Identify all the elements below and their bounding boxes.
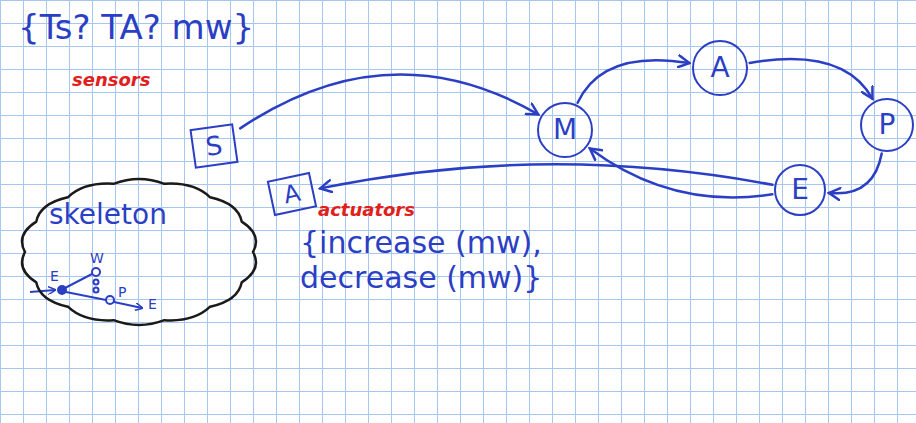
mini-graph-lines: [30, 274, 142, 308]
node-label: skeleton: [49, 200, 167, 231]
mini-graph-dots: [58, 268, 114, 304]
flow-arrow: [590, 149, 772, 198]
flow-arrow: [829, 154, 882, 194]
sensors-label: sensors: [72, 70, 150, 91]
flow-arrow: [240, 74, 538, 128]
graph-letter: P: [118, 284, 126, 300]
flow-arrow: [578, 60, 690, 103]
plan-circle: P: [860, 98, 914, 152]
node-label: S: [204, 131, 224, 162]
node-label: E: [791, 175, 809, 206]
monitor-circle: M: [537, 102, 593, 158]
node-label: P: [879, 110, 896, 141]
node-label: A: [281, 180, 303, 209]
graph-letter: E: [148, 296, 157, 312]
actuators-label: actuators: [318, 200, 415, 221]
flow-arrow: [320, 164, 772, 188]
node-label: A: [710, 53, 729, 84]
cloud-outline: [15, 172, 263, 332]
analyze-circle: A: [692, 40, 748, 96]
actuator-box: A: [267, 172, 318, 217]
node-label: M: [553, 115, 577, 146]
skeleton-cloud: skeletonSA: [15, 172, 263, 332]
graph-letter: E: [50, 268, 59, 284]
execute-circle: E: [774, 164, 826, 216]
action-set: {increase (mw), decrease (mw)}: [300, 226, 630, 295]
graph-letter: W: [90, 250, 104, 266]
flow-arrow: [750, 59, 873, 99]
question-set: {Ts? TA? mw}: [18, 8, 254, 47]
sensor-box: S: [189, 123, 238, 169]
